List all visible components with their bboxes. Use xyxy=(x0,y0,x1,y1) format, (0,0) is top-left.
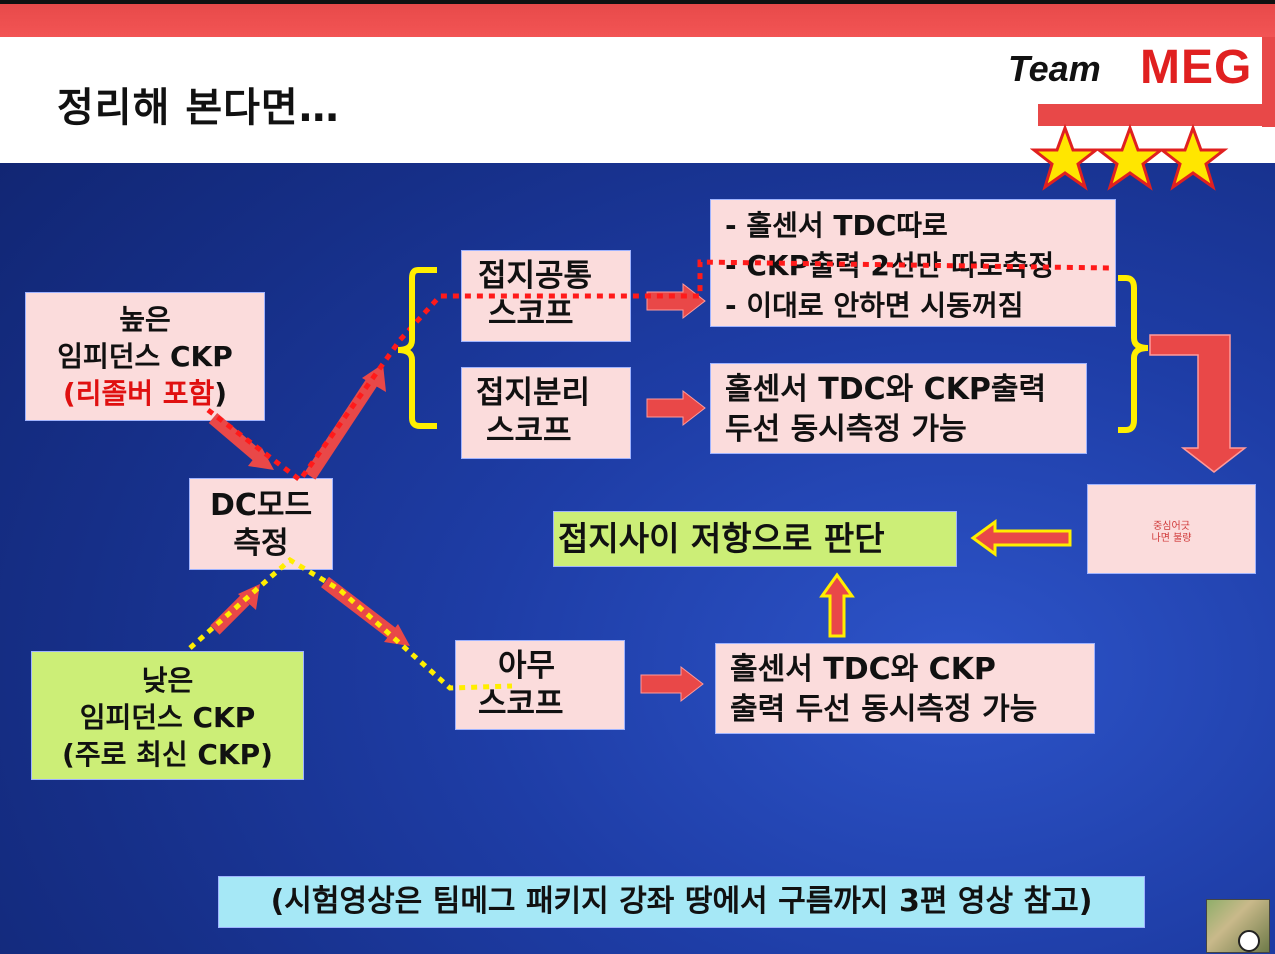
low-impedance-ckp-box: 낮은 임피던스 CKP (주로 최신 CKP) xyxy=(31,651,304,780)
result-common-line3: - 이대로 안하면 시동꺼짐 xyxy=(725,289,1024,322)
common-scope-line2: 스코프 xyxy=(488,296,574,332)
misalignment-note-box: 중심어긋 나면 불량 xyxy=(1087,484,1256,574)
logo-meg-text: MEG xyxy=(1140,41,1253,94)
logo-side-strip xyxy=(1262,37,1275,127)
low-ckp-line3: (주로 최신 CKP) xyxy=(62,738,273,771)
badge-icon xyxy=(1238,930,1260,952)
result-any-line2: 출력 두선 동시측정 가능 xyxy=(730,692,1038,727)
star-icon xyxy=(1094,124,1166,191)
result-separate-line1: 홀센서 TDC와 CKP출력 xyxy=(725,372,1047,407)
result-common-line2: - CKP출력 2선만 따로측정 xyxy=(725,249,1055,282)
high-ckp-paren: ) xyxy=(214,377,228,410)
common-scope-line1: 접지공통 xyxy=(478,258,593,294)
any-scope-box: 아무 스코프 xyxy=(455,640,625,730)
dc-mode-line1: DC모드 xyxy=(209,488,313,523)
result-common-line1: - 홀센서 TDC따로 xyxy=(725,209,948,242)
small-note-line2: 나면 불량 xyxy=(1151,533,1192,544)
header-accent-bar xyxy=(0,0,1275,37)
star-icon xyxy=(1030,124,1101,191)
high-ckp-resolver-note: (리졸버 포함 xyxy=(62,377,215,410)
rating-stars xyxy=(1030,124,1229,191)
logo-underline xyxy=(1038,104,1275,126)
result-separate-line2: 두선 동시측정 가능 xyxy=(725,412,967,447)
result-any-line1: 홀센서 TDC와 CKP xyxy=(730,652,996,687)
page-title: 정리해 본다면… xyxy=(57,85,340,131)
common-scope-result-box: - 홀센서 TDC따로 - CKP출력 2선만 따로측정 - 이대로 안하면 시… xyxy=(710,199,1116,327)
small-note-line1: 중심어긋 xyxy=(1153,521,1190,532)
dc-mode-box: DC모드 측정 xyxy=(189,478,333,570)
low-ckp-line1: 낮은 xyxy=(141,664,194,697)
reference-video-note: (시험영상은 팀메그 패키지 강좌 땅에서 구름까지 3편 영상 참고) xyxy=(218,876,1145,928)
dc-mode-line2: 측정 xyxy=(233,526,289,561)
high-ckp-line1: 높은 xyxy=(119,303,171,336)
separate-scope-line2: 스코프 xyxy=(486,413,572,449)
logo-team-text: Team xyxy=(1008,48,1101,89)
high-ckp-line2: 임피던스 CKP xyxy=(57,340,233,373)
ground-resistance-judgement-box: 접지사이 저항으로 판단 xyxy=(553,511,957,567)
low-ckp-line2: 임피던스 CKP xyxy=(79,701,256,734)
high-impedance-ckp-box: 높은 임피던스 CKP (리졸버 포함) xyxy=(25,292,265,421)
isolated-scope-result-box: 홀센서 TDC와 CKP출력 두선 동시측정 가능 xyxy=(710,363,1087,454)
any-scope-line1: 아무 xyxy=(498,648,556,684)
star-icon xyxy=(1157,124,1229,191)
any-scope-result-box: 홀센서 TDC와 CKP 출력 두선 동시측정 가능 xyxy=(715,643,1095,734)
common-ground-scope-box: 접지공통 스코프 xyxy=(461,250,631,342)
separate-scope-line1: 접지분리 xyxy=(476,375,591,411)
isolated-ground-scope-box: 접지분리 스코프 xyxy=(461,367,631,459)
any-scope-line2: 스코프 xyxy=(478,686,564,722)
